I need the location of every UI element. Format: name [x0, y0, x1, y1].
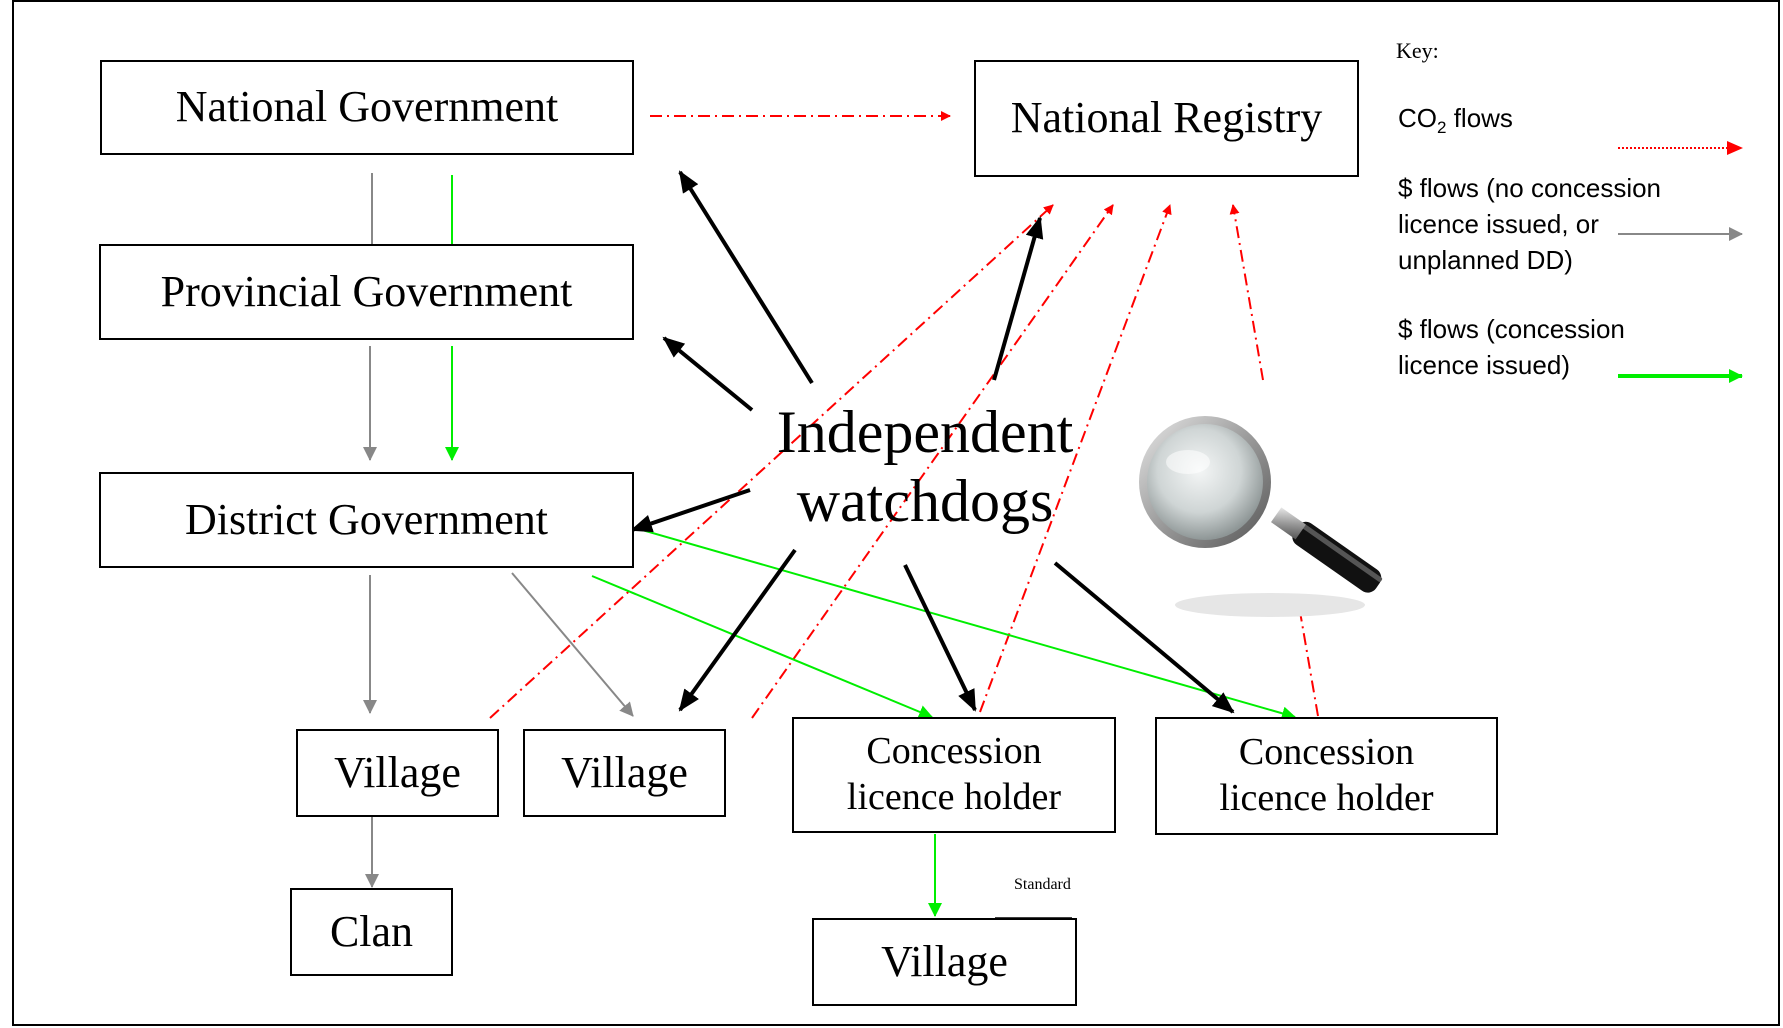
watchdog-arrow-village2 — [678, 548, 797, 712]
clan-box: Clan — [290, 888, 453, 976]
national-registry-label: National Registry — [1010, 93, 1323, 143]
district-government-box: District Government — [99, 472, 634, 568]
concession-holder-box-2: Concession licence holder — [1155, 717, 1498, 835]
village-label-2: Village — [561, 747, 688, 797]
national-government-box: National Government — [100, 60, 634, 155]
concession-holder-label-2: Concession licence holder — [1219, 731, 1434, 819]
concession-holder-box-1: Concession licence holder — [792, 717, 1116, 833]
district-government-label: District Government — [185, 494, 548, 544]
co2-flow-concession2-registry-upper — [1229, 204, 1264, 381]
co2-flow-village1-registry — [489, 204, 1054, 719]
key-grey-label: $ flows (no concession licence issued, o… — [1398, 173, 1662, 275]
magnifying-glass-icon — [1139, 416, 1383, 617]
clan-label: Clan — [329, 906, 414, 956]
concession-holder-label-1: Concession licence holder — [846, 730, 1062, 818]
watchdog-arrow-concession2 — [1053, 561, 1235, 714]
watchdog-arrow-registry — [992, 216, 1044, 381]
independent-watchdogs-label: Independent watchdogs — [776, 399, 1074, 534]
village-box-1: Village — [296, 729, 499, 817]
co2-flow-concession1-registry — [979, 204, 1172, 713]
key-title: Key: — [1396, 38, 1439, 63]
co2-flow-concession2-registry-lower — [1297, 599, 1319, 717]
national-government-label: National Government — [175, 82, 559, 132]
watchdog-arrow-concession1 — [903, 564, 977, 712]
village-label-1: Village — [334, 747, 461, 797]
village-label-3: Village — [881, 936, 1008, 986]
key-green-label: $ flows (concession licence issued) — [1398, 314, 1625, 380]
provincial-government-box: Provincial Government — [99, 244, 634, 340]
national-registry-box: National Registry — [974, 60, 1359, 177]
village-box-2: Village — [523, 729, 726, 817]
provincial-government-label: Provincial Government — [160, 266, 573, 316]
standard-note: Standard — [1014, 876, 1071, 893]
village-box-3: Village — [812, 918, 1077, 1006]
green-flow-district-concession2 — [634, 527, 1296, 721]
green-flow-district-concession1 — [591, 575, 933, 719]
watchdog-arrow-district — [630, 488, 751, 533]
co2-flow-village2-registry — [751, 204, 1114, 719]
watchdog-arrow-prov — [662, 336, 754, 412]
grey-flow-district-village2 — [511, 572, 634, 717]
key-co2-label: CO2 flows — [1398, 103, 1513, 138]
watchdog-arrow-natgov — [678, 170, 814, 385]
